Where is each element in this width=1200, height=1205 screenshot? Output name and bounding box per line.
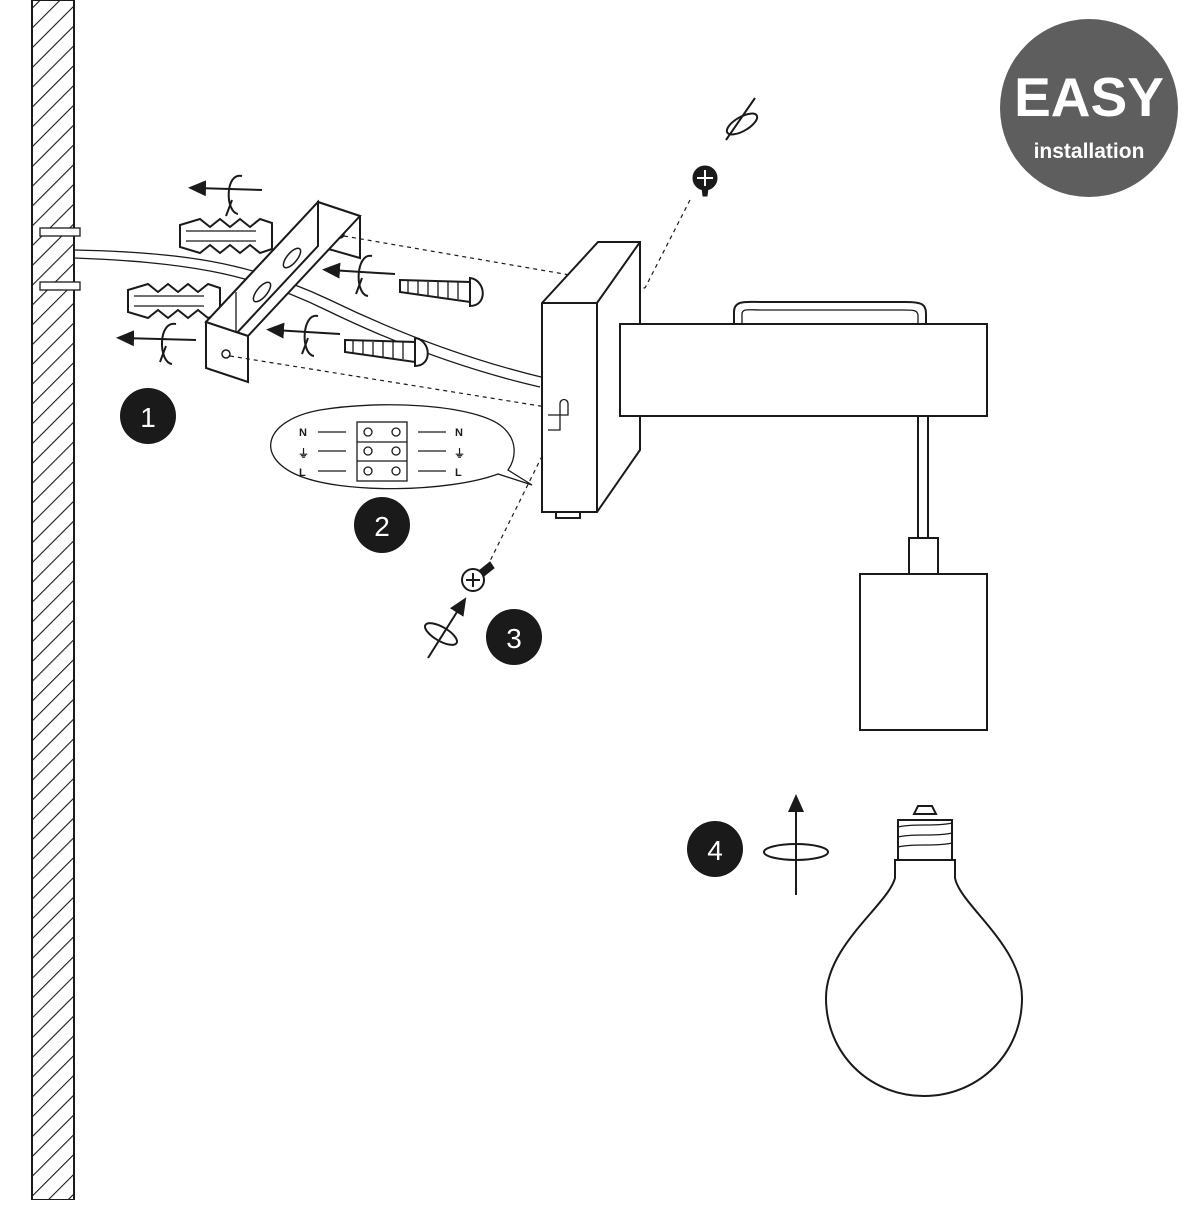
screw — [399, 276, 484, 308]
screw — [692, 165, 718, 197]
wire-label-earth-right: ⏚ — [454, 447, 465, 460]
rotate-arrow-icon — [725, 97, 759, 141]
step-4-marker: 4 — [687, 821, 743, 877]
power-cable — [73, 249, 546, 388]
badge-subtitle: installation — [1034, 140, 1145, 163]
cable-loop — [733, 300, 927, 324]
wall — [31, 0, 81, 1201]
screw — [344, 336, 429, 368]
wall-base-plate — [541, 241, 641, 519]
wiring-callout: N ⏚ L N ⏚ L — [270, 404, 533, 490]
rotate-arrow-icon — [763, 794, 829, 895]
wall-plug — [179, 217, 273, 255]
mounting-bracket — [204, 199, 362, 384]
rotate-arrow-icon — [322, 254, 396, 297]
rotate-arrow-icon — [116, 322, 197, 365]
rotate-arrow-icon — [266, 314, 341, 357]
easy-installation-badge: EASY installation — [1000, 19, 1178, 197]
badge-title: EASY — [1014, 66, 1164, 128]
step-3-marker: 3 — [486, 609, 542, 665]
step-2-marker: 2 — [354, 497, 410, 553]
wall-hatching — [31, 0, 75, 1201]
step-1-marker: 1 — [120, 388, 176, 444]
svg-text:3: 3 — [506, 623, 522, 654]
wire-label-l: L — [299, 467, 306, 479]
wire-label-l-right: L — [455, 467, 462, 479]
wire-label-n: N — [299, 427, 307, 439]
wall-plug — [127, 282, 221, 320]
lamp-arm — [619, 300, 988, 417]
svg-text:4: 4 — [707, 835, 723, 866]
wire-label-n-right: N — [455, 427, 463, 439]
light-bulb — [824, 805, 1024, 1098]
lamp-socket — [859, 416, 988, 731]
screw — [461, 561, 495, 592]
svg-text:2: 2 — [374, 511, 390, 542]
wire-label-earth: ⏚ — [298, 447, 309, 460]
rotate-arrow-icon — [188, 174, 263, 217]
terminal-block — [318, 421, 446, 482]
rotate-arrow-icon — [424, 597, 467, 659]
svg-text:1: 1 — [140, 402, 156, 433]
